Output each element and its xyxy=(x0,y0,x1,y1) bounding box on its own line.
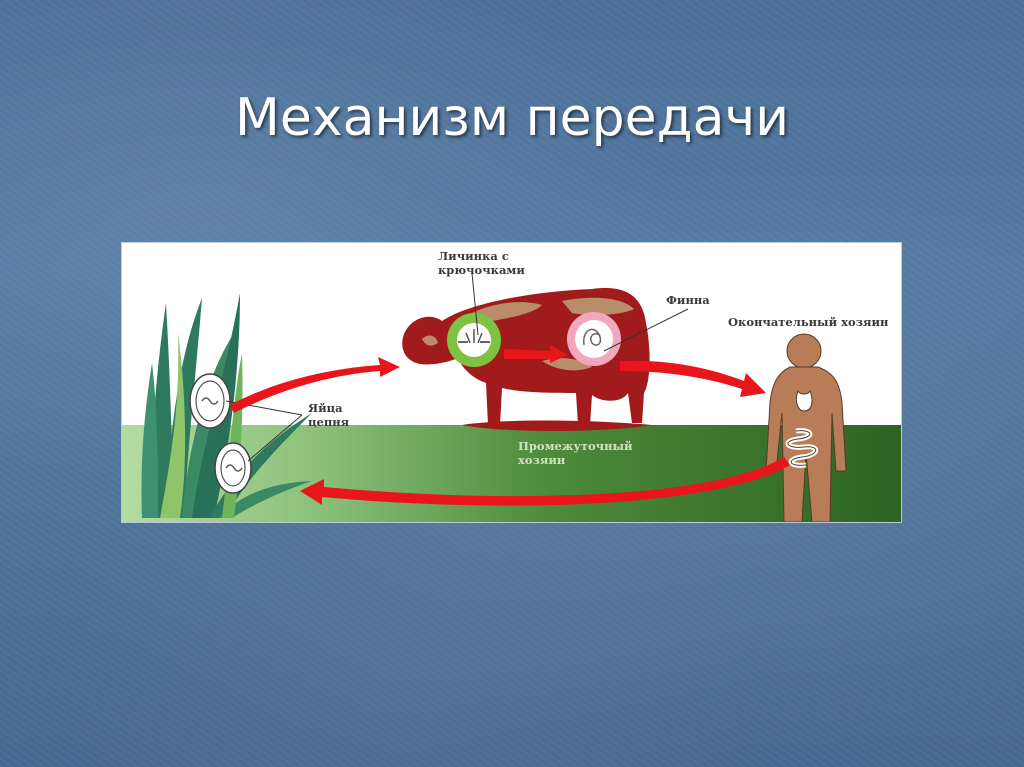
slide-title: Механизм передачи xyxy=(234,88,790,148)
cow-icon xyxy=(402,288,652,431)
tapeworm-transmission-diagram: Личинка с крючочками Финна Окончательный… xyxy=(122,243,901,522)
arrow-larva-to-finna-icon xyxy=(504,345,568,363)
human-final-host-icon xyxy=(765,333,847,522)
label-final-host: Окончательный хозяин xyxy=(728,315,889,329)
label-larva-with-hooks: Личинка с крючочками xyxy=(438,249,525,277)
finna-cyst-icon xyxy=(567,312,621,366)
larva-with-hooks-icon xyxy=(447,313,501,367)
label-finna: Финна xyxy=(666,293,710,307)
arrow-cow-to-human-icon xyxy=(620,360,766,397)
arrow-egg-to-cow-icon xyxy=(230,357,400,413)
tapeworm-egg-icon xyxy=(214,442,252,494)
diagram-illustration xyxy=(122,272,901,522)
label-intermediate-host: Промежуточный хозяин xyxy=(518,439,633,467)
label-tapeworm-eggs: Яйца цепня xyxy=(308,401,350,429)
tapeworm-egg-icon xyxy=(189,373,231,429)
arrow-human-to-egg-icon xyxy=(300,457,790,506)
